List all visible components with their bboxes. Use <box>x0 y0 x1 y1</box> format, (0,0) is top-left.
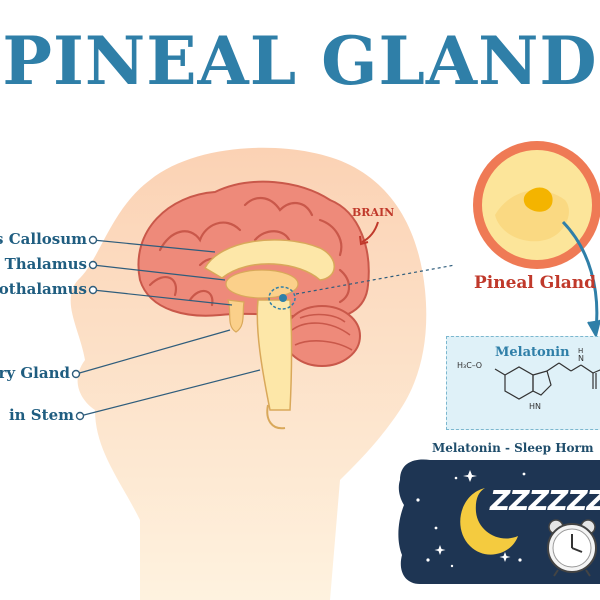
pineal-pointer-line <box>295 264 456 295</box>
stars <box>416 470 526 568</box>
page-title: PINEAL GLAND <box>2 22 598 100</box>
melatonin-nh-ring: HN <box>529 402 541 411</box>
alarm-clock-icon <box>547 519 597 577</box>
brain-arrow-icon <box>361 221 379 243</box>
leader-lines <box>75 239 261 417</box>
leader-dots <box>71 235 98 421</box>
arrow-to-melatonin-icon <box>561 220 599 331</box>
melatonin-title: Melatonin <box>495 345 570 360</box>
thalamus <box>225 269 299 299</box>
label-brain: BRAIN <box>352 206 395 219</box>
brain-stem <box>256 299 293 411</box>
pituitary-gland <box>227 299 245 333</box>
label-corpus-callosum: s Callosum <box>0 230 87 248</box>
zzz-text: ZZZZZZ... <box>490 484 600 517</box>
pineal-dot <box>279 294 287 302</box>
label-pineal-gland: Pineal Gland <box>474 273 597 293</box>
melatonin-structure: H₃C–O HN N H C <box>457 347 600 411</box>
melatonin-methoxy: H₃C–O <box>457 361 482 370</box>
label-hypothalamus: othalamus <box>0 280 87 298</box>
label-brain-stem: in Stem <box>8 406 74 424</box>
melatonin-h: H <box>578 347 583 355</box>
melatonin-nh-chain: N <box>578 354 584 363</box>
pineal-focus-circle <box>268 286 296 310</box>
pineal-gland-shape <box>523 187 553 212</box>
melatonin-box: Melatonin H₃C–O HN N H C <box>446 336 600 430</box>
sleep-hormone-caption: Melatonin - Sleep Horm <box>432 441 594 455</box>
corpus-callosum <box>203 239 335 281</box>
label-thalamus: Thalamus <box>4 255 87 273</box>
moon-icon <box>460 488 518 555</box>
spinal-cord <box>266 404 286 430</box>
brain-gyri <box>148 197 351 307</box>
label-pituitary-gland: ry Gland <box>0 364 70 382</box>
cerebellum-folds <box>291 313 353 351</box>
